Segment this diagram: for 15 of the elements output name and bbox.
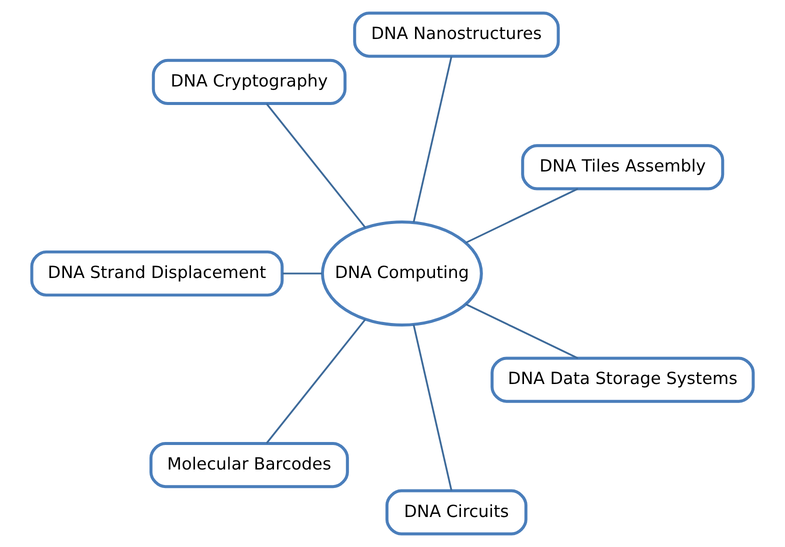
connector <box>412 56 452 222</box>
node-ellipse: DNA Computing <box>320 220 483 326</box>
connector <box>465 303 578 360</box>
node-box: Molecular Barcodes <box>149 442 349 488</box>
node-box: DNA Nanostructures <box>353 12 560 58</box>
connector <box>266 103 366 228</box>
node-box: DNA Circuits <box>385 489 528 536</box>
connector <box>266 318 366 444</box>
node-box: DNA Tiles Assembly <box>521 144 724 190</box>
connector <box>465 188 578 244</box>
node-box: DNA Strand Displacement <box>30 250 284 297</box>
node-box: DNA Data Storage Systems <box>490 356 755 403</box>
node-box: DNA Cryptography <box>152 58 347 106</box>
connector <box>282 272 322 274</box>
connector <box>412 324 452 491</box>
